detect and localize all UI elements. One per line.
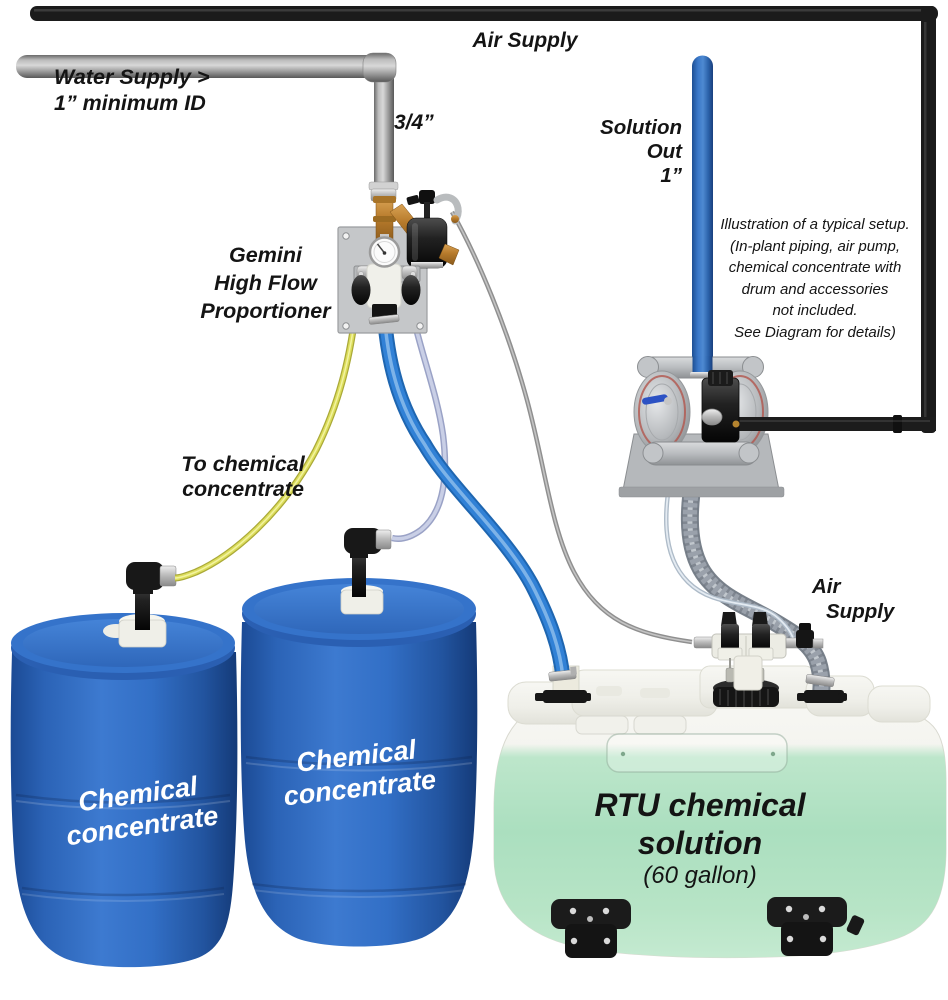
- proportioner-body: [366, 263, 402, 309]
- solution-out-label: Solution Out 1”: [600, 116, 682, 187]
- drum-left-suction-fitting: [118, 562, 177, 648]
- air-supply-right-label: Air Supply: [812, 575, 895, 623]
- tank-left-port: [535, 666, 591, 703]
- setup-note: Illustration of a typical setup. (In-pla…: [720, 216, 910, 341]
- check-valve-left: [351, 275, 371, 305]
- chemical-metering-valve: [406, 190, 462, 269]
- diaphragm-pump: [618, 356, 936, 498]
- pump-air-inlet-pipe: [726, 415, 936, 433]
- tank-fitting-assembly: [693, 612, 824, 691]
- tank-capacity-label: (60 gallon): [643, 862, 757, 889]
- tank-right-port: [797, 674, 847, 703]
- chemical-drum-left: [10, 562, 238, 968]
- pump-handle: [642, 394, 668, 405]
- tank-label: RTU chemical solution: [594, 787, 806, 861]
- water-supply-label: Water Supply > 1” minimum ID: [54, 65, 210, 115]
- solution-out-pipe: [692, 55, 713, 378]
- proportioner-label: Gemini High Flow Proportioner: [200, 243, 331, 323]
- pump-air-valve: [701, 370, 740, 443]
- pressure-gauge: [368, 234, 401, 268]
- water-pipe-size-label: 3/4”: [394, 111, 434, 134]
- tank-drain-fitting: [846, 915, 865, 936]
- pump-chamber-left: [633, 370, 691, 454]
- solution-hose: [376, 309, 571, 679]
- suction-tube-yellow: [174, 301, 361, 582]
- pump-pilot-tube: [663, 451, 796, 639]
- tank-molded-panel: [607, 734, 787, 772]
- air-supply-top-label: Air Supply: [472, 29, 578, 52]
- fill-standpipe: [733, 655, 763, 691]
- air-supply-pipe: [30, 6, 938, 433]
- water-supply-pipe: [16, 52, 399, 202]
- air-shutoff-valve: [796, 623, 814, 648]
- drum-right-suction-fitting: [340, 528, 392, 615]
- tank-foot-right: [767, 897, 847, 956]
- air-signal-tube: [450, 210, 693, 645]
- chemical-drum-right: [240, 528, 478, 947]
- check-valve-right: [401, 275, 421, 305]
- rtu-tank: [493, 665, 947, 959]
- tank-foot-left: [551, 899, 631, 958]
- to-chemical-label: To chemical concentrate: [181, 452, 305, 501]
- proportioner-assembly: [337, 190, 462, 334]
